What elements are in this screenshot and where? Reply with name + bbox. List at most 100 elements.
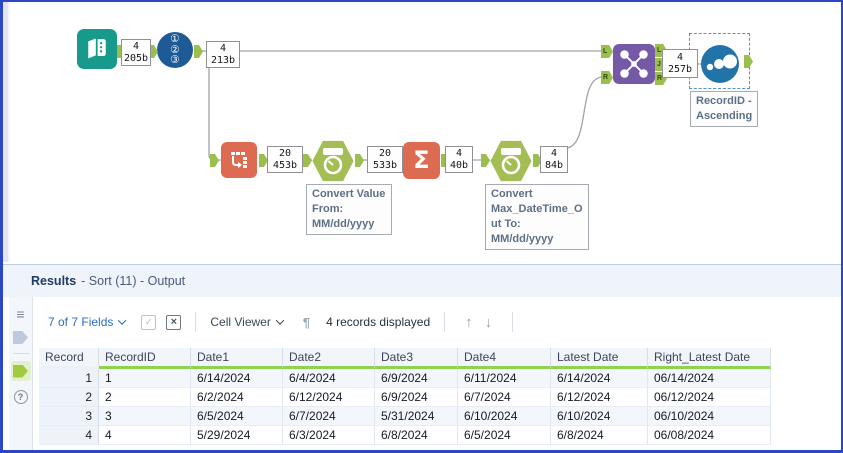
results-subtitle: - Sort (11) - Output <box>81 274 186 288</box>
down-arrow-icon[interactable]: ↓ <box>484 313 493 331</box>
table-cell[interactable]: 2 <box>99 388 191 407</box>
table-cell[interactable]: 3 <box>99 407 191 426</box>
record-count-badge: 4 213b <box>206 41 240 68</box>
column-header[interactable]: Date2 <box>283 348 375 369</box>
table-cell[interactable]: 1 <box>99 369 191 388</box>
sidebar-divider <box>12 353 29 354</box>
output-anchor[interactable] <box>355 154 364 167</box>
transpose-icon <box>231 152 247 168</box>
open-book-icon <box>88 38 106 59</box>
results-panel-header: Results - Sort (11) - Output <box>3 264 841 297</box>
column-header[interactable]: Date3 <box>375 348 458 369</box>
table-cell[interactable]: 6/7/2024 <box>283 407 375 426</box>
row-number-cell[interactable]: 3 <box>39 407 99 426</box>
table-cell[interactable]: 6/7/2024 <box>458 388 551 407</box>
results-sidebar: ≡ ? <box>9 297 33 450</box>
clock-icon <box>501 148 521 175</box>
record-count-badge: 4 257b <box>662 49 698 78</box>
metadata-list-icon[interactable]: ≡ <box>16 305 25 322</box>
row-number-cell[interactable]: 1 <box>39 369 99 388</box>
column-header[interactable]: RecordID <box>99 348 191 369</box>
input-anchor[interactable] <box>210 154 219 167</box>
table-cell[interactable]: 06/10/2024 <box>648 407 771 426</box>
table-cell[interactable]: 6/8/2024 <box>551 426 648 445</box>
row-number-cell[interactable]: 2 <box>39 388 99 407</box>
x-box-icon[interactable]: × <box>166 314 182 330</box>
sort-tool[interactable] <box>701 45 739 83</box>
table-cell[interactable]: 06/12/2024 <box>648 388 771 407</box>
column-header[interactable]: Right_Latest Date <box>648 348 771 369</box>
table-cell[interactable]: 6/14/2024 <box>191 369 283 388</box>
transpose-tool[interactable] <box>221 142 257 178</box>
table-cell[interactable]: 06/14/2024 <box>648 369 771 388</box>
input-anchor[interactable] <box>481 154 490 167</box>
connection-view-icon[interactable] <box>12 329 30 346</box>
help-icon[interactable]: ? <box>12 388 30 405</box>
row-number-cell[interactable]: 4 <box>39 426 99 445</box>
pilcrow-icon[interactable]: ¶ <box>302 314 311 330</box>
table-cell[interactable]: 6/9/2024 <box>375 388 458 407</box>
output-anchor[interactable] <box>194 45 203 58</box>
table-cell[interactable]: 6/10/2024 <box>458 407 551 426</box>
table-cell[interactable]: 6/9/2024 <box>375 369 458 388</box>
toolbar-divider <box>444 312 446 332</box>
record-count-badge: 4 84b <box>540 146 568 173</box>
numbered-circles-icon: ① ② ③ <box>170 33 180 67</box>
table-cell[interactable]: 6/8/2024 <box>375 426 458 445</box>
results-title: Results <box>31 274 77 288</box>
workflow-canvas[interactable]: 4 205b ① ② ③ 4 213b 20 453b <box>3 2 841 262</box>
join-tool[interactable] <box>613 44 655 84</box>
records-displayed-label: 4 records displayed <box>326 315 431 329</box>
cell-viewer-dropdown[interactable]: Cell Viewer <box>210 315 285 329</box>
column-header[interactable]: Latest Date <box>551 348 648 369</box>
clock-icon <box>323 148 343 175</box>
table-cell[interactable]: 6/2/2024 <box>191 388 283 407</box>
fields-dropdown[interactable]: 7 of 7 Fields <box>48 315 127 329</box>
table-cell[interactable]: 6/3/2024 <box>283 426 375 445</box>
table-cell[interactable]: 4 <box>99 426 191 445</box>
column-header[interactable]: Date1 <box>191 348 283 369</box>
annotation-sort[interactable]: RecordID - Ascending <box>690 91 758 127</box>
output-anchor[interactable] <box>259 154 268 167</box>
input-anchor[interactable] <box>303 154 312 167</box>
table-cell[interactable]: 6/5/2024 <box>191 407 283 426</box>
output-anchor[interactable] <box>744 55 753 68</box>
table-cell[interactable]: 06/08/2024 <box>648 426 771 445</box>
table-cell[interactable]: 6/5/2024 <box>458 426 551 445</box>
chevron-down-icon <box>275 316 285 325</box>
table-cell[interactable]: 6/12/2024 <box>283 388 375 407</box>
table-cell[interactable]: 5/31/2024 <box>375 407 458 426</box>
output-anchor[interactable] <box>533 154 542 167</box>
table-cell[interactable]: 6/12/2024 <box>551 388 648 407</box>
results-toolbar: 7 of 7 Fields ✓ × Cell Viewer ¶ 4 record… <box>34 297 841 347</box>
join-input-right-anchor[interactable]: R <box>601 71 613 84</box>
recordid-tool[interactable]: ① ② ③ <box>157 32 193 68</box>
selection-rectangle <box>689 33 750 89</box>
record-count-badge: 4 205b <box>121 39 151 66</box>
table-cell[interactable]: 6/11/2024 <box>458 369 551 388</box>
row-number-header[interactable]: Record <box>39 348 99 369</box>
up-arrow-icon[interactable]: ↑ <box>465 313 473 331</box>
table-cell[interactable]: 5/29/2024 <box>191 426 283 445</box>
input-data-tool[interactable] <box>77 29 117 69</box>
sigma-icon: Σ <box>413 146 430 174</box>
annotation-datetime2[interactable]: Convert Max_DateTime_O ut To: MM/dd/yyyy <box>485 184 589 250</box>
chevron-down-icon <box>118 316 127 325</box>
join-input-left-anchor[interactable]: L <box>601 45 613 58</box>
summarize-tool[interactable]: Σ <box>403 142 440 179</box>
toolbar-divider <box>195 312 197 332</box>
input-anchor[interactable] <box>149 45 158 58</box>
table-cell[interactable]: 6/10/2024 <box>551 407 648 426</box>
column-header[interactable]: Date4 <box>458 348 551 369</box>
data-view-icon-selected[interactable] <box>10 361 31 381</box>
annotation-datetime1[interactable]: Convert Value From: MM/dd/yyyy <box>306 184 392 235</box>
checkmark-box-icon[interactable]: ✓ <box>141 314 157 330</box>
record-count-badge: 4 40b <box>445 146 473 173</box>
table-cell[interactable]: 6/14/2024 <box>551 369 648 388</box>
table-cell[interactable]: 6/4/2024 <box>283 369 375 388</box>
